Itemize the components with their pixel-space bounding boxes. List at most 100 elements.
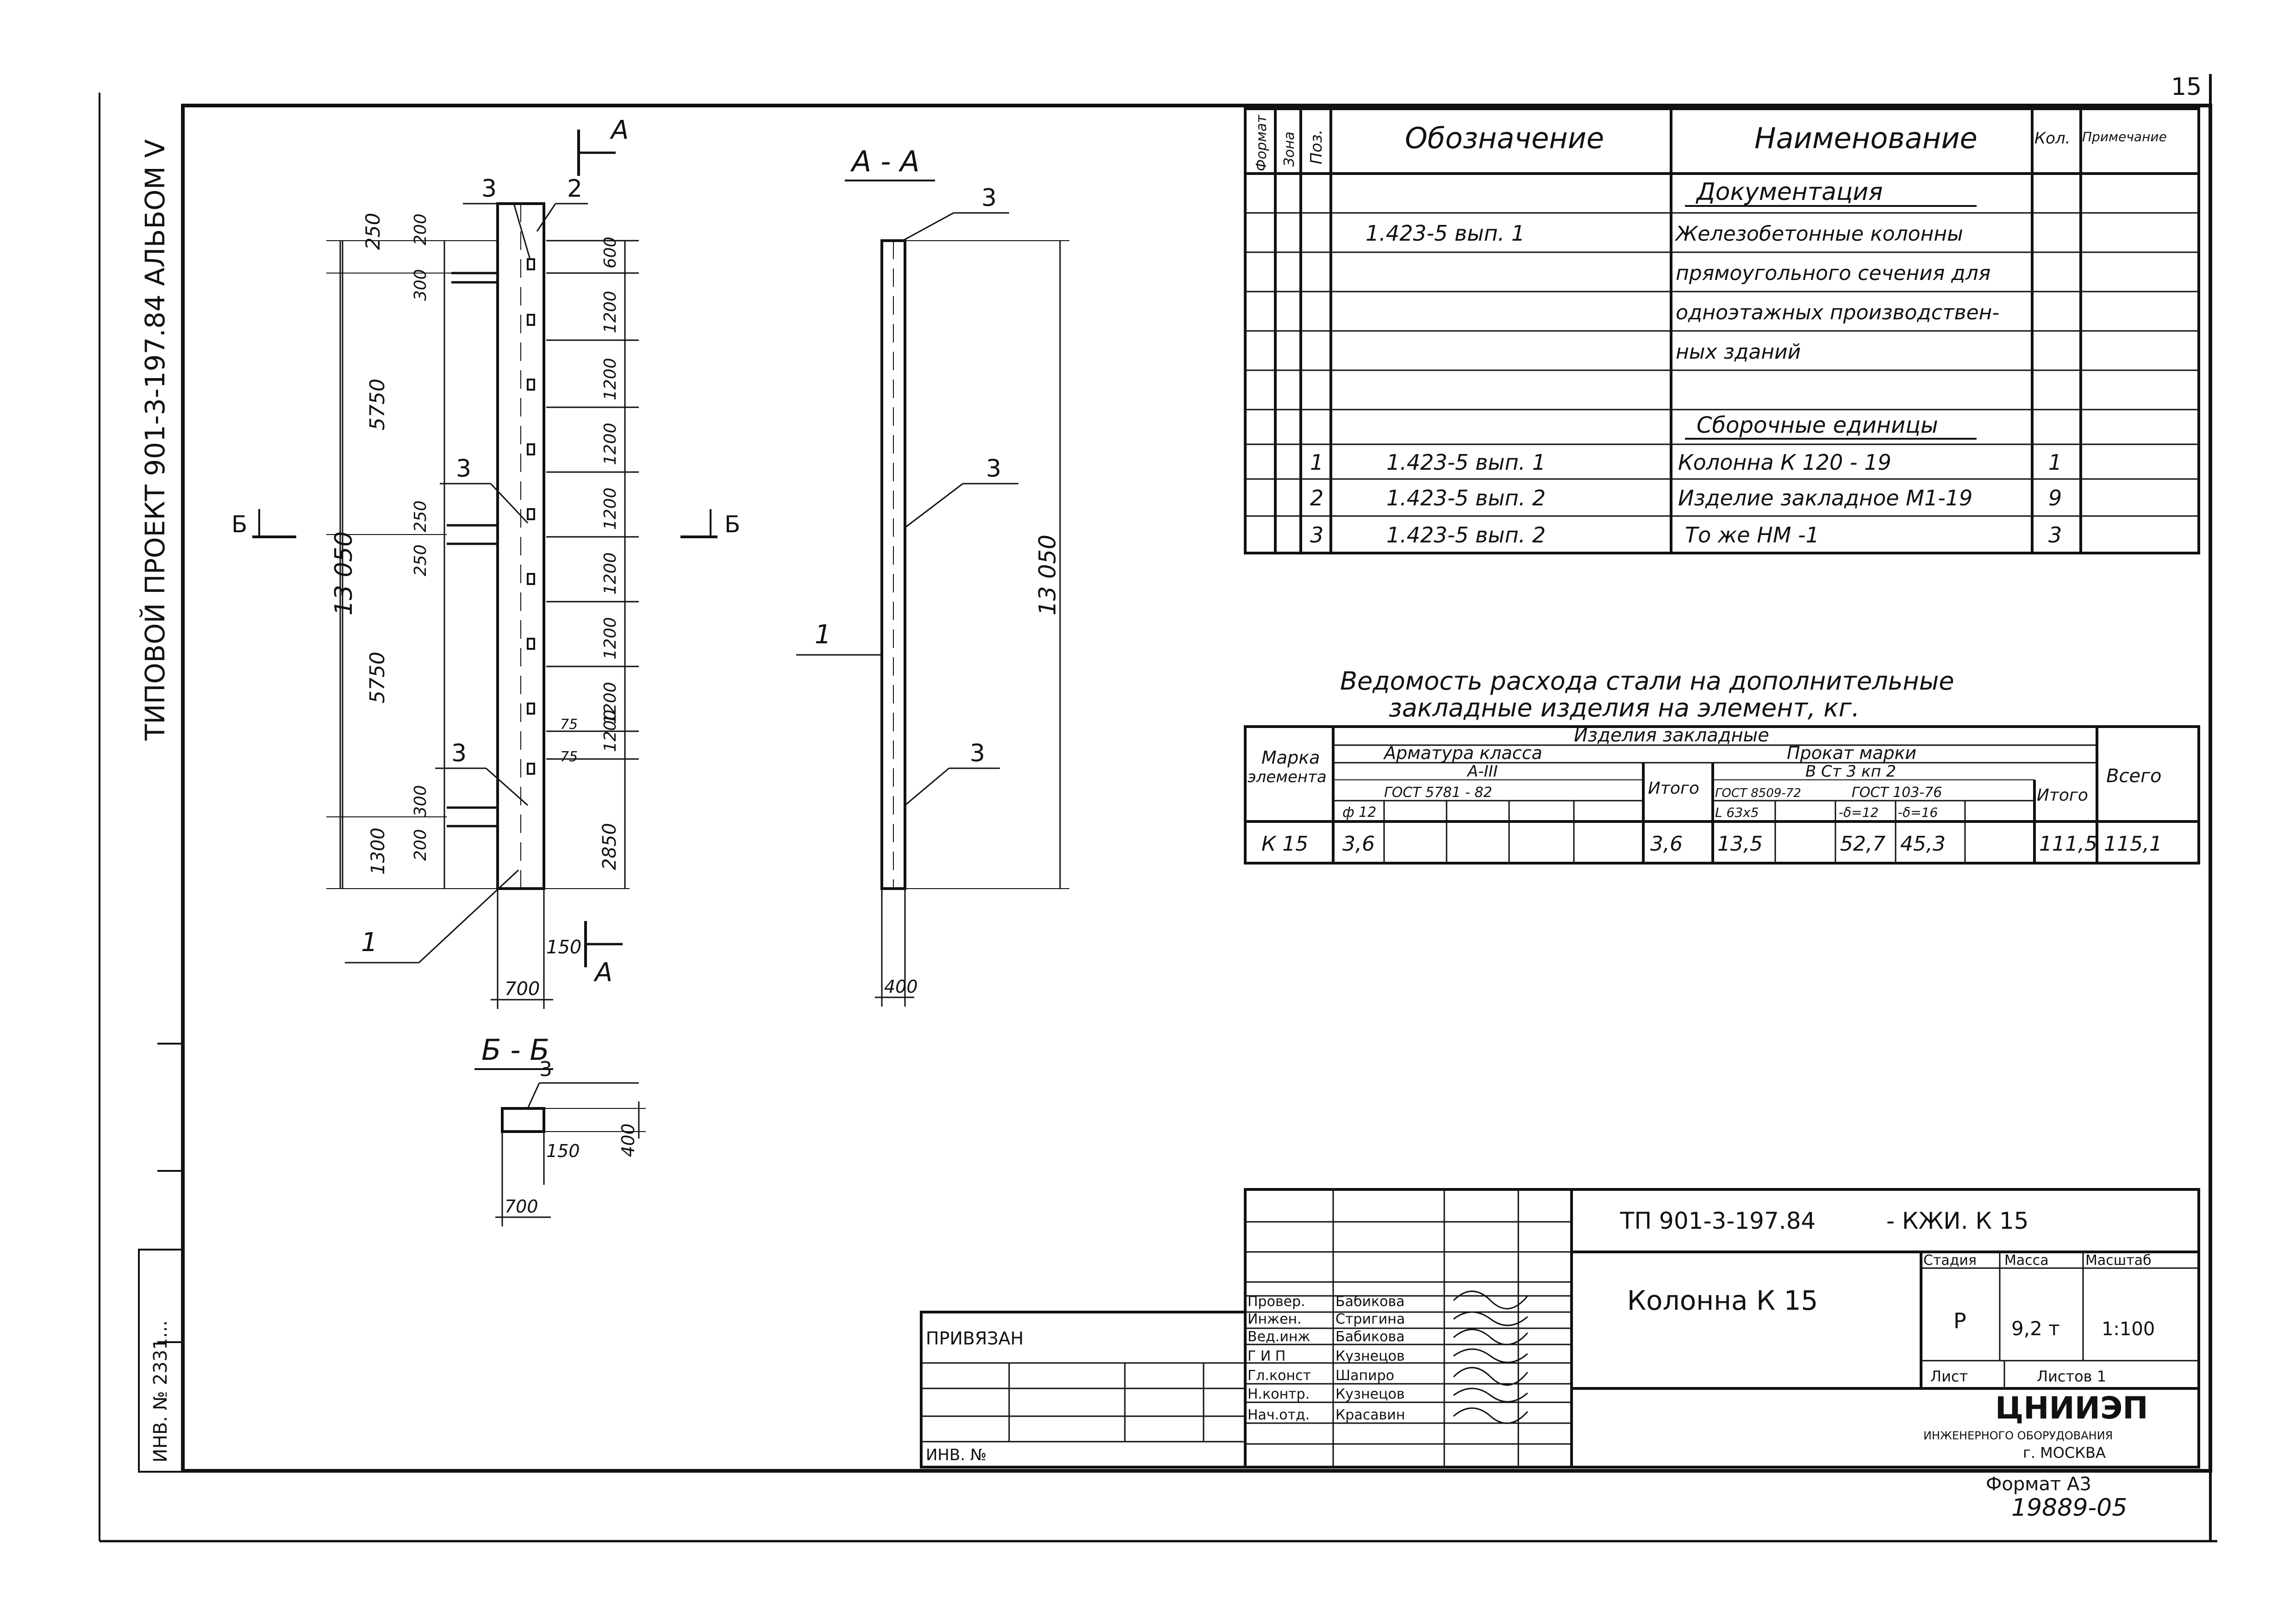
dim-1200-7: 1200 <box>601 682 620 724</box>
dim-1200-2: 1200 <box>601 358 620 400</box>
inv-no-label: ИНВ. № <box>926 1446 986 1464</box>
signer-role-4: Г И П <box>1248 1348 1285 1364</box>
steel-row-angle: 13,5 <box>1717 832 1763 856</box>
title-org-name: ЦНИИЭП <box>1995 1390 2148 1426</box>
dim-1200-4: 1200 <box>601 487 620 530</box>
section-aa-title: А - А <box>850 144 920 178</box>
dim-5750-upper: 5750 <box>366 379 389 430</box>
callout-3-top: 3 <box>481 175 497 203</box>
signer-role-2: Инжен. <box>1248 1311 1302 1327</box>
section-b-right-label: Б <box>724 511 740 538</box>
section-bb-title: Б - Б <box>481 1033 549 1067</box>
right-dim-ticks <box>546 240 639 760</box>
dim-1200-8: 1200 <box>601 709 620 752</box>
spec-row-2-name: Изделие закладное М1-19 <box>1678 485 1972 510</box>
section-bb: Б - Б 3 400 150 700 <box>474 1033 646 1226</box>
section-bb-callout-leader <box>527 1083 540 1109</box>
steel-row-rolled-itogo: 111,5 <box>2039 832 2097 856</box>
title-org-sub1: ИНЖЕНЕРНОГО ОБОРУДОВАНИЯ <box>1923 1429 2113 1442</box>
footer-format: Формат А3 <box>1986 1474 2091 1495</box>
spec-row-3-name: То же НМ -1 <box>1685 523 1819 548</box>
callout-2: 2 <box>567 175 582 203</box>
signer-name-6: Кузнецов <box>1335 1386 1405 1402</box>
dim-1300: 1300 <box>368 828 389 875</box>
steel-table-border <box>1244 725 2200 865</box>
dim-1200-1: 1200 <box>601 291 620 333</box>
section-bb-dim-150: 150 <box>546 1141 580 1161</box>
steel-row-d12: 52,7 <box>1840 832 1885 856</box>
spec-h-note: Примечание <box>2082 129 2167 144</box>
spec-row-1-name: Колонна К 120 - 19 <box>1678 450 1891 475</box>
dim-200-top: 200 <box>411 213 430 245</box>
signer-role-6: Н.контр. <box>1248 1386 1310 1402</box>
spec-h-designation: Обозначение <box>1405 121 1604 155</box>
dim-250-mid-b: 250 <box>411 544 430 576</box>
section-bb-dim-400: 400 <box>618 1123 638 1157</box>
binding-box <box>920 1311 1247 1468</box>
spec-h-format: Формат <box>1254 114 1270 171</box>
spec-table: Формат Зона Поз. Обозначение Наименовани… <box>1244 107 2200 554</box>
section-bb-callout-3: 3 <box>539 1058 552 1081</box>
steel-row-total: 115,1 <box>2104 832 2162 856</box>
spec-doc-name-3: одноэтажных производствен- <box>1676 301 1999 324</box>
steel-h-d12: -δ=12 <box>1839 805 1878 820</box>
title-mass-label: Масса <box>2004 1252 2049 1269</box>
signer-name-5: Шапиро <box>1335 1368 1394 1384</box>
title-stage-label: Стадия <box>1923 1252 1977 1269</box>
spec-row-3-designation: 1.423-5 вып. 2 <box>1386 523 1546 548</box>
callout-3-top-leader <box>513 203 531 260</box>
steel-data-cols <box>1383 801 1966 863</box>
dim-250: 250 <box>362 213 384 250</box>
side-project-label: ТИПОВОЙ ПРОЕКТ 901-3-197.84 АЛЬБОМ V <box>139 139 171 741</box>
inv-box <box>138 1249 184 1473</box>
signer-name-4: Кузнецов <box>1335 1348 1405 1364</box>
dim-75-a: 75 <box>560 716 578 733</box>
dim-300-low: 300 <box>411 785 430 817</box>
signer-role-3: Вед.инж <box>1248 1329 1310 1345</box>
steel-h-total: Всего <box>2106 765 2162 787</box>
steel-h-rebar-dia: ф 12 <box>1342 804 1376 821</box>
inv-label: ИНВ. № 2331... <box>150 1320 171 1462</box>
binding-label: ПРИВЯЗАН <box>926 1328 1023 1349</box>
callout-3-low-leader <box>486 767 528 806</box>
section-bb-dim-700: 700 <box>505 1196 538 1217</box>
section-bb-outline <box>501 1107 545 1133</box>
steel-h-gost8509: ГОСТ 8509-72 <box>1715 786 1801 800</box>
dim-5750-lower: 5750 <box>366 652 389 703</box>
spec-row-1-pos: 1 <box>1310 450 1323 475</box>
dim-200-low: 200 <box>411 829 430 861</box>
spec-doc-ref: 1.423-5 вып. 1 <box>1366 221 1525 246</box>
footer-code: 19889-05 <box>2011 1494 2127 1522</box>
section-aa-callout-3-top: 3 <box>981 184 997 212</box>
steel-h-angle: L 63х5 <box>1715 805 1759 820</box>
dim-1200-5: 1200 <box>601 552 620 595</box>
signatures <box>1453 1290 1529 1424</box>
steel-title-1: Ведомость расхода стали на дополнительны… <box>1340 666 1954 696</box>
title-signer-grid <box>1245 1189 1572 1467</box>
section-aa-callout-mid-leader <box>905 483 963 529</box>
steel-h-gost103: ГОСТ 103-76 <box>1852 784 1942 801</box>
signer-role-1: Провер. <box>1248 1294 1305 1310</box>
spec-doc-name-2: прямоугольного сечения для <box>1676 261 1990 285</box>
title-mass-value: 9,2 т <box>2011 1317 2060 1340</box>
section-aa: А - А 13 050 3 3 3 1 400 <box>796 144 1069 1007</box>
title-doc-code: ТП 901-3-197.84 <box>1620 1207 1816 1234</box>
spec-row-3-pos: 3 <box>1310 523 1323 548</box>
steel-h-d16: -δ=16 <box>1898 805 1938 820</box>
signer-name-7: Красавин <box>1335 1407 1405 1423</box>
title-drawing-name: Колонна К 15 <box>1627 1285 1818 1316</box>
steel-h-rebar-gost: ГОСТ 5781 - 82 <box>1384 784 1492 801</box>
spec-h-pos: Поз. <box>1307 130 1326 164</box>
dim-600: 600 <box>601 236 620 268</box>
dim-1200-3: 1200 <box>601 423 620 465</box>
steel-table: Ведомость расхода стали на дополнительны… <box>1244 666 2200 865</box>
title-block: ТП 901-3-197.84 - КЖИ. К 15 Колонна К 15… <box>920 1188 2200 1468</box>
title-sheets-label: Листов 1 <box>2037 1368 2106 1385</box>
steel-h-rebar: Арматура класса <box>1383 743 1542 763</box>
spec-h-qty: Кол. <box>2034 129 2070 148</box>
steel-h-itogo-1: Итого <box>1648 779 1699 798</box>
spec-row-2-designation: 1.423-5 вып. 2 <box>1386 485 1546 510</box>
callout-3-mid-leader <box>490 483 529 524</box>
signer-role-5: Гл.конст <box>1248 1368 1311 1384</box>
